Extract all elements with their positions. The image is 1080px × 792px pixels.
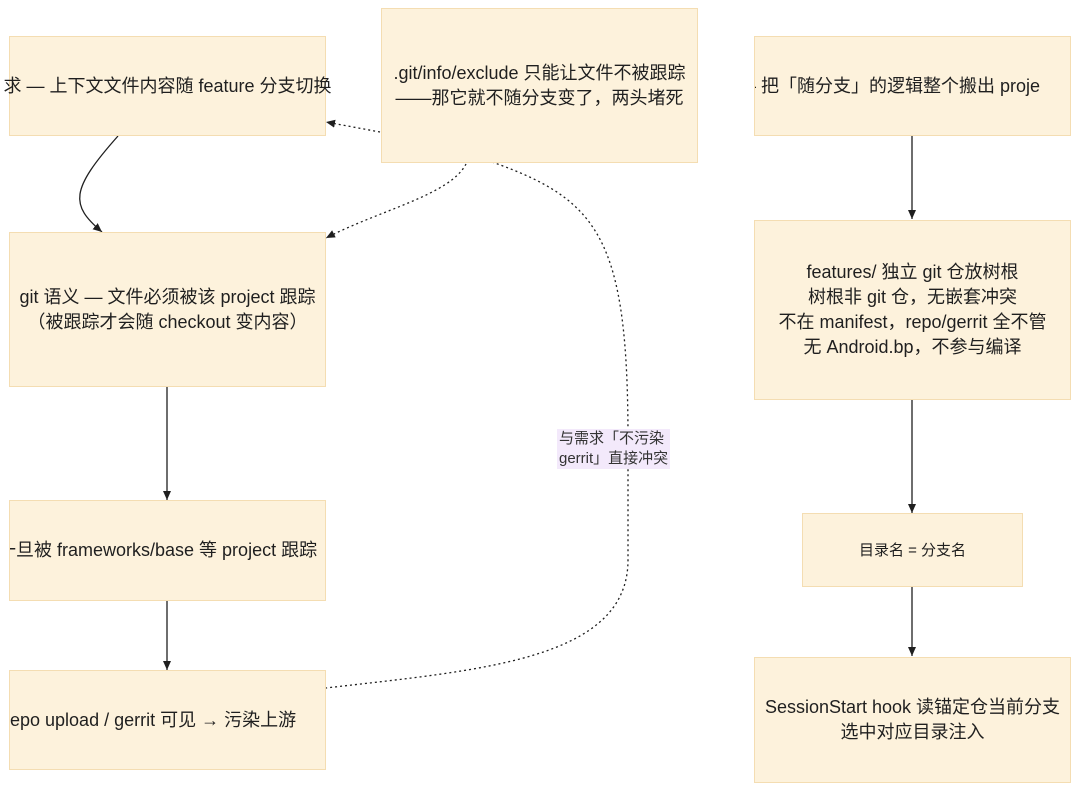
node-git-semantics-line1: git 语义 — 文件必须被该 project 跟踪	[19, 286, 316, 307]
node-exclude-line2: ——那它就不随分支变了，两头堵死	[395, 87, 684, 108]
node-features-line4: 无 Android.bp，不参与编译	[803, 337, 1022, 357]
node-session-hook: SessionStart hook 读锚定仓当前分支 选中对应目录注入	[754, 657, 1071, 783]
node-session-hook-line2: 选中对应目录注入	[840, 722, 985, 742]
edge-label-conflict: 与需求「不污染 gerrit」直接冲突	[557, 429, 671, 469]
node-exclude: .git/info/exclude 只能让文件不被跟踪 ——那它就不随分支变了，…	[381, 8, 698, 163]
edge-label-conflict-line2: gerrit」直接冲突	[559, 450, 669, 467]
node-features-repo: features/ 独立 git 仓放树根 树根非 git 仓，无嵌套冲突 不在…	[754, 220, 1071, 400]
node-git-semantics-line2: （被跟踪才会随 checkout 变内容）	[27, 311, 308, 332]
node-dir-equals-branch: 目录名 = 分支名	[802, 513, 1023, 587]
node-git-semantics: git 语义 — 文件必须被该 project 跟踪 （被跟踪才会随 check…	[9, 232, 326, 387]
node-session-hook-line1: SessionStart hook 读锚定仓当前分支	[764, 697, 1061, 717]
node-features-line3: 不在 manifest，repo/gerrit 全不管	[778, 312, 1047, 332]
node-features-line1: features/ 独立 git 仓放树根	[806, 262, 1019, 282]
node-breakthrough-text: 破局 — 把「随分支」的逻辑整个搬出 proje	[755, 75, 1041, 96]
node-exclude-line1: .git/info/exclude 只能让文件不被跟踪	[393, 62, 686, 83]
node-breakthrough: 破局 — 把「随分支」的逻辑整个搬出 proje	[754, 36, 1071, 136]
edge-label-conflict-line1: 与需求「不污染	[559, 430, 665, 447]
edge-exclude-to-upstream-pollution	[325, 161, 629, 689]
node-dir-equals-branch-text: 目录名 = 分支名	[858, 541, 967, 559]
node-requirement-text: 求 — 上下文文件内容随 feature 分支切换	[3, 75, 332, 96]
node-tracked-by-base: 一旦被 frameworks/base 等 project 跟踪	[9, 500, 326, 601]
node-upstream-pollution-text: repo upload / gerrit 可见 → 污染上游	[9, 709, 297, 730]
node-upstream-pollution: repo upload / gerrit 可见 → 污染上游	[9, 670, 326, 770]
node-tracked-by-base-text: 一旦被 frameworks/base 等 project 跟踪	[9, 540, 318, 560]
edge-exclude-to-git-semantics	[325, 163, 467, 239]
edge-requirement-to-git-semantics	[79, 135, 119, 233]
node-requirement: 求 — 上下文文件内容随 feature 分支切换	[3, 36, 332, 136]
edge-exclude-to-requirement	[325, 119, 381, 133]
node-features-line2: 树根非 git 仓，无嵌套冲突	[807, 287, 1017, 307]
